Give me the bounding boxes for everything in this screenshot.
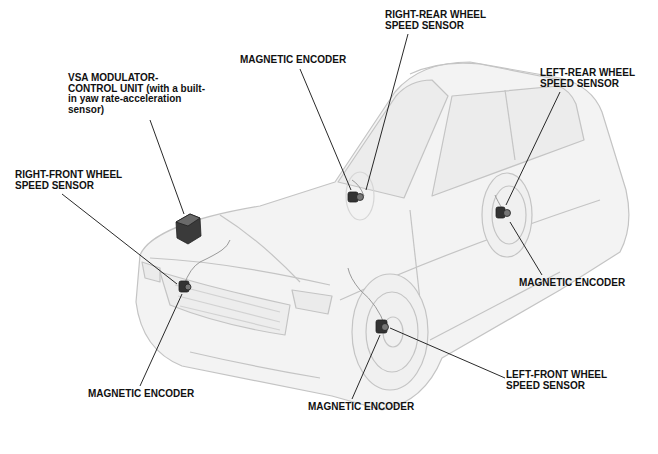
part-label: MAGNETIC ENCODER bbox=[88, 389, 218, 400]
part-label: VSA MODULATOR- CONTROL UNIT (with a buil… bbox=[68, 73, 210, 115]
part-label: LEFT-FRONT WHEEL SPEED SENSOR bbox=[506, 370, 628, 391]
part-label: RIGHT-REAR WHEEL SPEED SENSOR bbox=[385, 10, 497, 31]
part-label: RIGHT-FRONT WHEEL SPEED SENSOR bbox=[15, 170, 133, 191]
part-label: MAGNETIC ENCODER bbox=[308, 402, 438, 413]
part-label: MAGNETIC ENCODER bbox=[519, 278, 649, 289]
part-label: MAGNETIC ENCODER bbox=[240, 55, 370, 66]
part-label: LEFT-REAR WHEEL SPEED SENSOR bbox=[540, 68, 652, 89]
